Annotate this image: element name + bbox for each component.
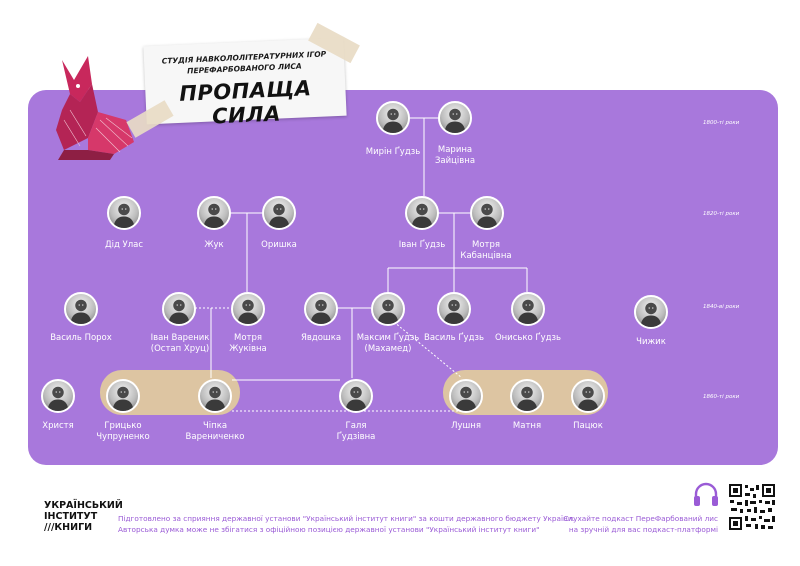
portrait-chipka[interactable] — [198, 379, 232, 413]
podcast-line-1: Слухайте подкаст ПереФарбований лис — [563, 514, 718, 523]
label-motria-zh: Мотря Жуківна — [229, 333, 267, 354]
portrait-oryshka[interactable] — [262, 196, 296, 230]
portrait-vasyl-gudz[interactable] — [437, 292, 471, 326]
portrait-khrystia[interactable] — [41, 379, 75, 413]
portrait-zhuk[interactable] — [197, 196, 231, 230]
fox-illustration — [56, 56, 134, 160]
era-label-1800: 1800-ті роки — [703, 120, 740, 126]
logo-line-3: ///КНИГИ — [44, 522, 93, 533]
era-label-1840: 1840-ві роки — [703, 304, 740, 310]
portrait-motria-k[interactable] — [470, 196, 504, 230]
logo-line-2: ІНСТИТУТ — [44, 511, 98, 522]
portrait-silhouette-icon — [455, 386, 477, 411]
portrait-onysko[interactable] — [511, 292, 545, 326]
title-card: СТУДІЯ НАВКОЛОЛІТЕРАТУРНИХ ІГОР ПЕРЕФАРБ… — [143, 37, 347, 128]
portrait-silhouette-icon — [444, 108, 466, 133]
portrait-motria-zh[interactable] — [231, 292, 265, 326]
portrait-grytsko[interactable] — [106, 379, 140, 413]
label-oryshka: Оришка — [261, 240, 297, 250]
portrait-myron[interactable] — [376, 101, 410, 135]
title-subheading: СТУДІЯ НАВКОЛОЛІТЕРАТУРНИХ ІГОР ПЕРЕФАРБ… — [144, 48, 345, 79]
podcast-promo: Слухайте подкаст ПереФарбований лис на з… — [563, 513, 718, 535]
podcast-line-2: на зручній для вас подкаст-платформі — [568, 525, 718, 534]
portrait-halia[interactable] — [339, 379, 373, 413]
portrait-did-ulas[interactable] — [107, 196, 141, 230]
portrait-silhouette-icon — [70, 299, 92, 324]
label-grytsko: Грицько Чупруненко — [96, 421, 150, 442]
label-vasyl-poroh: Василь Порох — [50, 333, 112, 343]
portrait-patsiuk[interactable] — [571, 379, 605, 413]
portrait-matnia[interactable] — [510, 379, 544, 413]
portrait-silhouette-icon — [203, 203, 225, 228]
portrait-silhouette-icon — [112, 386, 134, 411]
portrait-silhouette-icon — [237, 299, 259, 324]
portrait-maryna[interactable] — [438, 101, 472, 135]
portrait-maksym[interactable] — [371, 292, 405, 326]
label-maksym: Максим Ґудзь (Махамед) — [356, 333, 420, 354]
portrait-vasyl-poroh[interactable] — [64, 292, 98, 326]
label-patsiuk: Пацюк — [573, 421, 603, 431]
disclaimer-line-2: Авторська думка може не збігатися з офіц… — [118, 525, 540, 534]
label-myron: Мирін Ґудзь — [365, 147, 421, 157]
era-label-1820: 1820-ті роки — [703, 211, 740, 217]
label-ivan-varenyk: Іван Вареник (Остап Хруц) — [150, 333, 210, 354]
portrait-silhouette-icon — [168, 299, 190, 324]
portrait-silhouette-icon — [443, 299, 465, 324]
label-matnia: Матня — [512, 421, 542, 431]
era-label-1860: 1860-ті роки — [703, 394, 740, 400]
label-halia: Галя Ґудзівна — [336, 421, 376, 442]
label-khrystia: Христя — [42, 421, 74, 431]
portrait-ivan-gudz[interactable] — [405, 196, 439, 230]
portrait-silhouette-icon — [268, 203, 290, 228]
portrait-ivan-varenyk[interactable] — [162, 292, 196, 326]
label-motria-k: Мотря Кабанцівна — [460, 240, 512, 261]
label-chyzhyk: Чижик — [636, 337, 666, 347]
portrait-silhouette-icon — [476, 203, 498, 228]
portrait-silhouette-icon — [113, 203, 135, 228]
logo-line-1: УКРАЇНСЬКИЙ — [44, 500, 123, 511]
label-vasyl-gudz: Василь Ґудзь — [423, 333, 484, 343]
label-yavdoshka: Явдошка — [300, 333, 342, 343]
portrait-chyzhyk[interactable] — [634, 295, 668, 329]
portrait-yavdoshka[interactable] — [304, 292, 338, 326]
headphones-icon[interactable] — [692, 480, 720, 508]
label-did-ulas: Дід Улас — [104, 240, 144, 250]
portrait-silhouette-icon — [382, 108, 404, 133]
label-onysko: Онисько Ґудзь — [494, 333, 562, 343]
portrait-silhouette-icon — [517, 299, 539, 324]
ukrainian-book-institute-logo: УКРАЇНСЬКИЙ ІНСТИТУТ ///КНИГИ — [44, 500, 123, 533]
portrait-silhouette-icon — [640, 302, 662, 327]
label-maryna: Марина Зайцівна — [434, 145, 476, 166]
portrait-silhouette-icon — [345, 386, 367, 411]
disclaimer-line-1: Підготовлено за сприяння державної устан… — [118, 514, 575, 523]
label-chipka: Чіпка Варениченко — [185, 421, 245, 442]
portrait-silhouette-icon — [411, 203, 433, 228]
portrait-lushnia[interactable] — [449, 379, 483, 413]
portrait-silhouette-icon — [377, 299, 399, 324]
qr-code[interactable] — [728, 483, 776, 531]
footer-disclaimer: Підготовлено за сприяння державної устан… — [118, 513, 575, 535]
label-lushnia: Лушня — [451, 421, 481, 431]
portrait-silhouette-icon — [47, 386, 69, 411]
label-ivan-gudz: Іван Ґудзь — [398, 240, 446, 250]
title-main: ПРОПАЩА СИЛА — [178, 76, 313, 129]
portrait-silhouette-icon — [310, 299, 332, 324]
portrait-silhouette-icon — [204, 386, 226, 411]
portrait-silhouette-icon — [516, 386, 538, 411]
portrait-silhouette-icon — [577, 386, 599, 411]
label-zhuk: Жук — [204, 240, 224, 250]
